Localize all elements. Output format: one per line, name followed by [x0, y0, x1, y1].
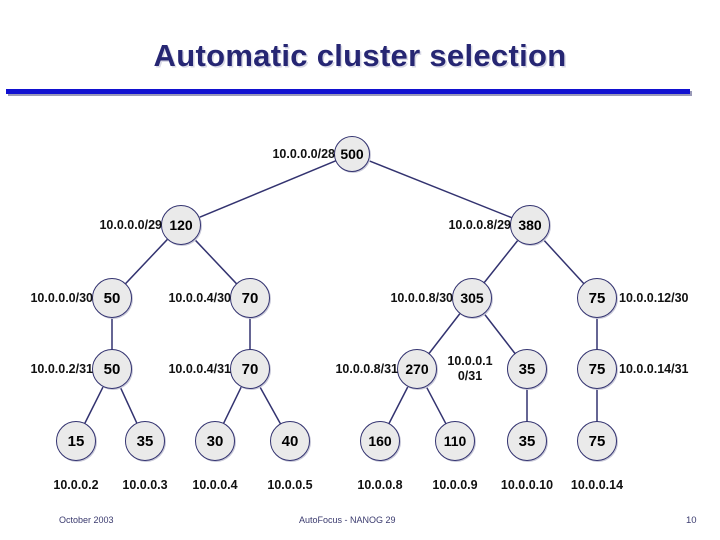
tree-edge: [193, 238, 238, 285]
tree-node-n12[interactable]: 15: [56, 421, 96, 461]
tree-node-n4[interactable]: 70: [230, 278, 270, 318]
tree-edge: [222, 385, 243, 425]
tree-node-value: 110: [443, 433, 467, 449]
tree-node-n5[interactable]: 305: [452, 278, 492, 318]
leaf-address-label: 10.0.0.2: [53, 478, 99, 492]
leaf-address-label: 10.0.0.8: [357, 478, 403, 492]
tree-node-n19[interactable]: 75: [577, 421, 617, 461]
tree-node-value: 270: [405, 361, 429, 377]
tree-node-n8[interactable]: 70: [230, 349, 270, 389]
tree-edge: [119, 385, 138, 425]
tree-node-value: 70: [241, 289, 259, 307]
tree-node-n18[interactable]: 35: [507, 421, 547, 461]
tree-node-n10[interactable]: 35: [507, 349, 547, 389]
tree-edge: [425, 385, 447, 425]
tree-node-n7[interactable]: 50: [92, 349, 132, 389]
leaf-address-label: 10.0.0.9: [432, 478, 478, 492]
tree-node-n17[interactable]: 110: [435, 421, 475, 461]
node-prefix-label: 10.0.0.14/31: [619, 362, 689, 376]
leaf-address-label: 10.0.0.14: [570, 478, 624, 492]
tree-node-value: 30: [206, 432, 224, 450]
node-prefix-label: 10.0.0.8/31: [335, 362, 398, 376]
tree-node-value: 75: [588, 360, 606, 378]
leaf-address-label: 10.0.0.3: [122, 478, 168, 492]
footer-date: October 2003: [59, 515, 114, 525]
tree-node-n1[interactable]: 120: [161, 205, 201, 245]
page-title: Automatic cluster selection: [153, 38, 567, 73]
tree-node-n16[interactable]: 160: [360, 421, 400, 461]
leaf-address-label: 10.0.0.5: [267, 478, 313, 492]
tree-node-value: 15: [67, 432, 85, 450]
tree-node-n11[interactable]: 75: [577, 349, 617, 389]
tree-edge: [124, 238, 169, 285]
tree-node-value: 75: [588, 289, 606, 307]
tree-edge: [198, 159, 337, 219]
tree-node-n13[interactable]: 35: [125, 421, 165, 461]
tree-node-value: 40: [281, 432, 299, 450]
tree-node-value: 70: [241, 360, 259, 378]
tree-node-value: 75: [588, 432, 606, 450]
tree-edge: [483, 312, 516, 355]
tree-node-value: 35: [518, 360, 536, 378]
tree-node-value: 35: [136, 432, 154, 450]
leaf-address-label: 10.0.0.10: [500, 478, 554, 492]
tree-node-value: 500: [340, 146, 364, 162]
tree-edge: [388, 385, 409, 425]
node-prefix-label: 10.0.0.0/29: [99, 218, 162, 232]
tree-edge: [258, 385, 282, 425]
tree-node-n15[interactable]: 40: [270, 421, 310, 461]
node-prefix-label: 10.0.0.8/29: [448, 218, 511, 232]
footer-event: AutoFocus - NANOG 29: [299, 515, 396, 525]
tree-node-value: 50: [103, 360, 121, 378]
tree-node-value: 35: [518, 432, 536, 450]
tree-edge: [367, 159, 513, 219]
node-prefix-label: 10.0.0.0/30: [30, 291, 93, 305]
tree-node-value: 305: [460, 290, 484, 306]
node-prefix-label: 10.0.0.0/28: [272, 147, 335, 161]
tree-node-n3[interactable]: 50: [92, 278, 132, 318]
node-prefix-label: 10.0.0.2/31: [30, 362, 93, 376]
tree-node-value: 50: [103, 289, 121, 307]
tree-node-n0[interactable]: 500: [334, 136, 370, 172]
tree-edge: [483, 239, 519, 284]
node-prefix-label: 10.0.0.4/30: [168, 291, 231, 305]
tree-node-n14[interactable]: 30: [195, 421, 235, 461]
node-prefix-label: 10.0.0.8/30: [390, 291, 453, 305]
tree-node-n2[interactable]: 380: [510, 205, 550, 245]
footer-page-number: 10: [686, 515, 697, 526]
node-prefix-label: 10.0.0.4/31: [168, 362, 231, 376]
tree-edge: [428, 312, 461, 355]
tree-node-n6[interactable]: 75: [577, 278, 617, 318]
tree-edge: [83, 385, 105, 425]
tree-node-value: 160: [368, 433, 392, 449]
leaf-address-label: 10.0.0.4: [192, 478, 238, 492]
tree-node-value: 120: [169, 217, 193, 233]
tree-node-n9[interactable]: 270: [397, 349, 437, 389]
node-prefix-label: 10.0.0.12/30: [619, 291, 689, 305]
tree-node-value: 380: [518, 217, 542, 233]
tree-edge: [542, 238, 585, 285]
title-divider: [6, 89, 690, 94]
